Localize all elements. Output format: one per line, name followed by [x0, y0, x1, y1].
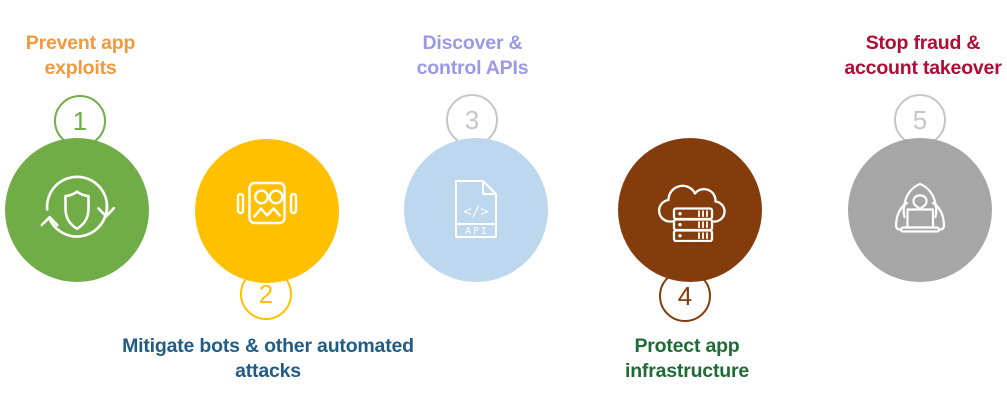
hacker-icon	[894, 182, 946, 233]
step-label: Prevent app exploits	[25, 32, 136, 79]
step-number: 2	[258, 279, 274, 309]
step-circle	[618, 138, 762, 282]
code-brackets-text: </>	[463, 204, 488, 220]
step-circle	[195, 139, 339, 283]
api-text: API	[465, 226, 488, 237]
step-label: Mitigate bots & other automated attacks	[122, 335, 414, 382]
step-number: 1	[72, 106, 88, 136]
step-number: 4	[677, 281, 693, 311]
cloud-server-icon	[657, 184, 726, 242]
api-document-icon: </> API	[455, 180, 497, 238]
step-circle	[848, 138, 992, 282]
step-number: 5	[912, 105, 928, 135]
step-circle	[5, 138, 149, 282]
step-number: 3	[464, 105, 480, 135]
step-number-badge: 5	[894, 94, 946, 146]
step-label: Protect app infrastructure	[625, 335, 749, 382]
step-label: Discover & control APIs	[416, 32, 529, 79]
step-circle: </> API	[404, 138, 548, 282]
step-label: Stop fraud & account takeover	[844, 32, 1002, 79]
robot-icon	[236, 181, 298, 225]
shield-refresh-icon	[40, 175, 116, 238]
